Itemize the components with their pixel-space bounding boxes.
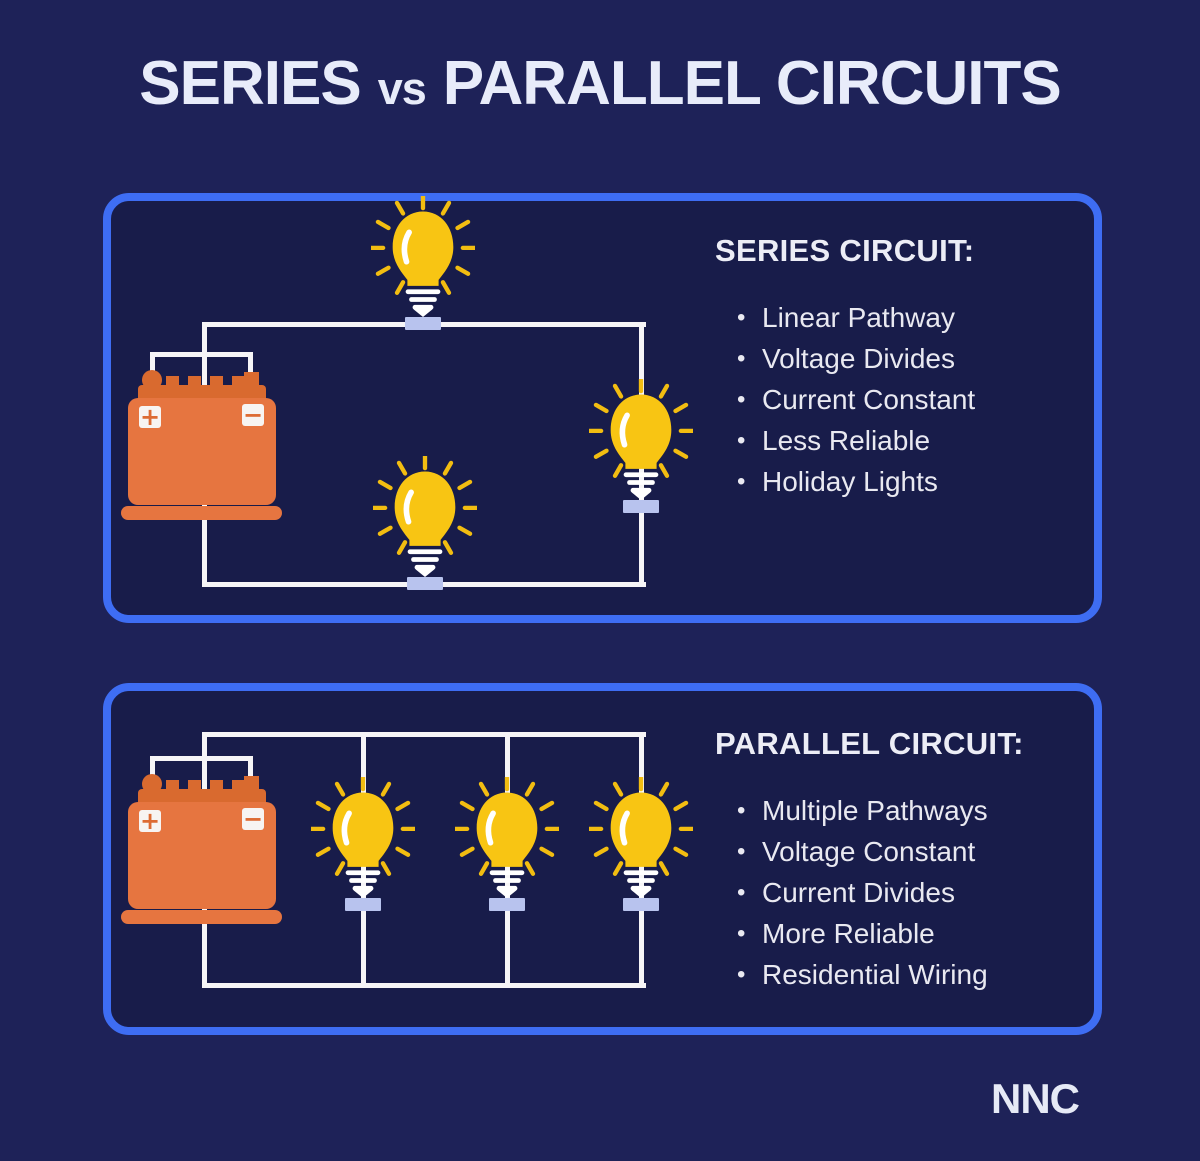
bullet-icon: •	[737, 960, 746, 988]
battery-cell-cap	[166, 780, 179, 790]
list-item: • Voltage Constant	[715, 831, 1095, 872]
bullet-text: Less Reliable	[762, 424, 931, 456]
light-bulb-icon	[455, 777, 559, 898]
series-circuit-panel: + − SERIES CIRCUIT: • Linear Pathway • Vol…	[103, 193, 1102, 623]
battery-icon: + −	[111, 352, 283, 523]
list-item: • Voltage Divides	[715, 338, 1095, 379]
parallel-circuit-panel: + − PARALLEL CIRCUIT: • Multiple Pathways…	[103, 683, 1102, 1035]
bullet-text: Voltage Constant	[762, 835, 976, 867]
parallel-wire-bottom	[204, 983, 646, 988]
battery-cell-cap	[232, 376, 245, 386]
negative-terminal-icon: −	[242, 401, 264, 429]
negative-terminal-label: −	[242, 805, 264, 833]
list-item: • Holiday Lights	[715, 461, 1095, 502]
parallel-heading: PARALLEL CIRCUIT:	[715, 726, 1024, 761]
list-item: • More Reliable	[715, 913, 1095, 954]
bullet-text: More Reliable	[762, 917, 935, 949]
bullet-icon: •	[737, 796, 746, 824]
battery-cell-cap	[210, 376, 223, 386]
negative-terminal-icon: −	[242, 805, 264, 833]
light-bulb-icon	[373, 456, 477, 577]
negative-terminal-label: −	[242, 401, 264, 429]
positive-terminal-icon: +	[139, 807, 161, 835]
series-heading: SERIES CIRCUIT:	[715, 233, 975, 268]
bulb-socket-connector	[623, 500, 659, 513]
list-item: • Multiple Pathways	[715, 790, 1095, 831]
positive-terminal-label: +	[139, 807, 161, 835]
bullet-icon: •	[737, 919, 746, 947]
list-item: • Linear Pathway	[715, 297, 1095, 338]
bullet-text: Voltage Divides	[762, 342, 956, 374]
battery-cell-cap	[166, 376, 179, 386]
positive-terminal-icon: +	[139, 403, 161, 431]
bullet-icon: •	[737, 344, 746, 372]
positive-terminal-label: +	[139, 403, 161, 431]
battery-base	[121, 910, 282, 924]
light-bulb-icon	[589, 777, 693, 898]
battery-cell-cap	[188, 376, 201, 386]
battery-base	[121, 506, 282, 520]
bullet-icon: •	[737, 385, 746, 413]
battery-loop-wire-right	[248, 758, 253, 784]
battery-loop-wire	[150, 756, 253, 761]
bulb-socket-connector	[623, 898, 659, 911]
bulb-socket-connector	[407, 577, 443, 590]
battery-top-bar	[138, 385, 266, 400]
bulb-socket-connector	[489, 898, 525, 911]
battery-cell-cap	[210, 780, 223, 790]
list-item: • Residential Wiring	[715, 954, 1095, 995]
battery-loop-wire-left	[150, 352, 155, 382]
battery-top-bar	[138, 789, 266, 804]
brand-logo: NNC	[991, 1075, 1080, 1122]
battery-loop-wire	[150, 352, 253, 357]
parallel-bullet-list: • Multiple Pathways • Voltage Constant • Cu…	[715, 790, 1095, 995]
list-item: • Less Reliable	[715, 420, 1095, 461]
page-title: SERIES vs PARALLEL CIRCUITS	[0, 48, 1200, 125]
title-series-word: SERIES	[139, 49, 361, 118]
light-bulb-icon	[589, 379, 693, 500]
parallel-info-block: PARALLEL CIRCUIT: • Multiple Pathways • Vo…	[715, 725, 1095, 995]
bullet-icon: •	[737, 426, 746, 454]
series-info-block: SERIES CIRCUIT: • Linear Pathway • Voltage…	[715, 232, 1095, 502]
battery-loop-wire-right	[248, 354, 253, 380]
bullet-text: Multiple Pathways	[762, 794, 988, 826]
list-item: • Current Constant	[715, 379, 1095, 420]
bullet-text: Holiday Lights	[762, 465, 938, 497]
bullet-text: Residential Wiring	[762, 958, 988, 990]
bulb-socket-connector	[345, 898, 381, 911]
parallel-wire-top	[204, 732, 646, 737]
light-bulb-icon	[311, 777, 415, 898]
title-vs-word: vs	[377, 63, 427, 114]
bullet-text: Linear Pathway	[762, 301, 956, 333]
bullet-icon: •	[737, 837, 746, 865]
bulb-socket-connector	[405, 317, 441, 330]
bullet-text: Current Constant	[762, 383, 976, 415]
bullet-icon: •	[737, 467, 746, 495]
light-bulb-icon	[371, 196, 475, 317]
battery-loop-wire-left	[150, 756, 155, 786]
battery-cell-cap	[232, 780, 245, 790]
list-item: • Current Divides	[715, 872, 1095, 913]
bullet-icon: •	[737, 878, 746, 906]
bullet-text: Current Divides	[762, 876, 955, 908]
series-bullet-list: • Linear Pathway • Voltage Divides • Curren…	[715, 297, 1095, 502]
battery-cell-cap	[188, 780, 201, 790]
title-parallel-word: PARALLEL CIRCUITS	[442, 49, 1062, 118]
battery-icon: + −	[111, 756, 283, 927]
bullet-icon: •	[737, 303, 746, 331]
